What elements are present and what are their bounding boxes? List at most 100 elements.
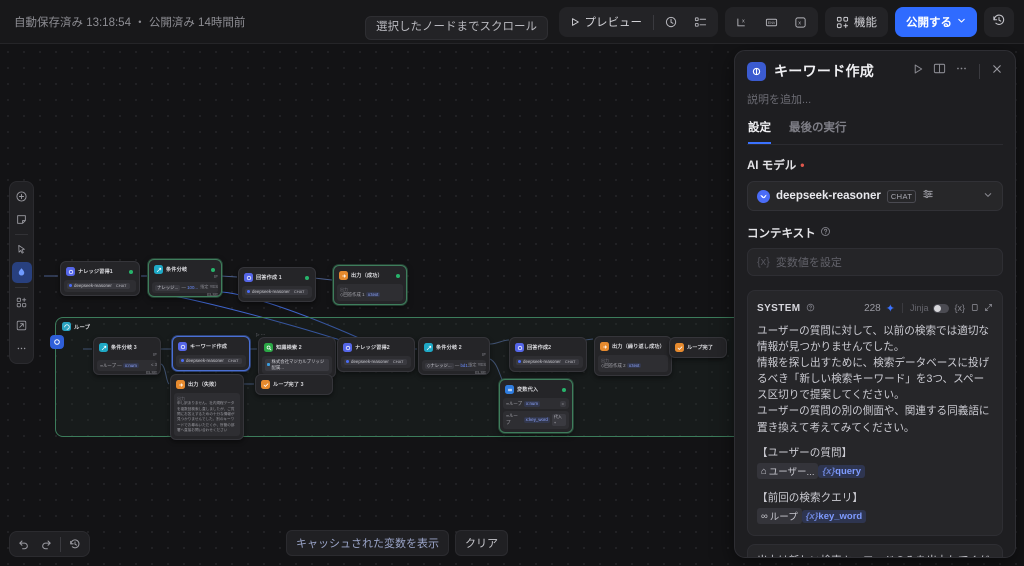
env-variable-button[interactable]: ENV bbox=[758, 10, 785, 34]
restore-history-button[interactable] bbox=[65, 534, 85, 554]
panel-action-divider bbox=[979, 63, 980, 79]
organize-tool[interactable] bbox=[12, 292, 32, 313]
system-prompt-card[interactable]: SYSTEM 228 ✦ Jinja {x} bbox=[747, 290, 1003, 536]
chevron-down-icon bbox=[957, 16, 966, 28]
assign-variable: x:num bbox=[524, 400, 541, 407]
node-variable-assign[interactable]: 変数代入 ∞ループ x:num = ∞ループ x:key_word 代入+ bbox=[499, 379, 573, 433]
prompt-closing-card[interactable]: 出力は新しい検索キーワードのみを出力してください。 bbox=[747, 543, 1003, 557]
output-icon bbox=[339, 271, 348, 280]
model-chevron-down-icon[interactable] bbox=[983, 187, 993, 205]
node-loop-complete[interactable]: ループ完了 bbox=[669, 337, 727, 358]
prompt-line-3: ユーザーの質問の別の側面や、関連する同義語に置き換えて考えてみてください。 bbox=[757, 405, 990, 434]
panel-more-button[interactable] bbox=[955, 62, 968, 80]
branch-icon bbox=[99, 343, 108, 352]
sticky-note-icon bbox=[17, 215, 26, 224]
undo-button[interactable] bbox=[14, 534, 34, 554]
node-title: ループ完了 bbox=[687, 345, 714, 351]
toolbar-separator bbox=[15, 234, 28, 235]
tab-last-run[interactable]: 最後の実行 bbox=[789, 122, 847, 134]
add-node-tool[interactable] bbox=[12, 186, 32, 207]
knowledge-search-icon bbox=[264, 343, 273, 352]
branch-label-else: ELSE bbox=[146, 370, 157, 375]
infinity-icon: ∞ bbox=[761, 510, 768, 522]
panel-layout-button[interactable] bbox=[933, 62, 946, 80]
run-node-button[interactable] bbox=[912, 62, 924, 80]
branch-value: 100... bbox=[187, 284, 199, 290]
node-header: 条件分岐 3 bbox=[97, 341, 157, 354]
preview-button[interactable]: プレビュー bbox=[563, 10, 650, 34]
panel-close-button[interactable] bbox=[991, 62, 1003, 80]
note-tool[interactable] bbox=[12, 209, 32, 230]
model-select[interactable]: deepseek-reasoner CHAT bbox=[747, 181, 1003, 211]
pointer-tool[interactable] bbox=[12, 239, 32, 260]
node-output-loop-success[interactable]: 出力（繰り返し成功） 出力 ◇回答作成 2 x:text bbox=[594, 336, 672, 377]
conversation-variable-button[interactable]: x bbox=[787, 10, 814, 34]
add-variable-button[interactable]: x bbox=[729, 10, 756, 34]
branch-operator: — bbox=[117, 362, 122, 368]
node-status-dot bbox=[396, 273, 400, 278]
node-body: ナレッジ... — 100... bbox=[152, 282, 218, 294]
publish-button[interactable]: 公開する bbox=[895, 7, 977, 37]
node-loop-complete-3[interactable]: ループ完了 3 bbox=[255, 374, 333, 395]
node-output-failure[interactable]: 出力（失敗） 出力 申し訳ありません。社内規程データを複数回検索し直しましたが、… bbox=[170, 374, 244, 441]
node-knowledge-learn-1[interactable]: ナレッジ習得1 deepseek-reasoner CHAT bbox=[60, 261, 140, 297]
node-title: 出力（繰り返し成功） bbox=[612, 344, 665, 350]
user-node-pill: ⌂ ユーザー... bbox=[757, 463, 819, 480]
node-body: 出力 申し訳ありません。社内規程データを複数回検索し直しましたが、ご質問にお答え… bbox=[174, 393, 240, 437]
node-condition-branch-3[interactable]: 条件分岐 3 IF ∞ループ — x:num ≤ 3 ELSE bbox=[93, 337, 161, 376]
output-variable: x:text bbox=[626, 363, 642, 369]
node-knowledge-learn-2[interactable]: ナレッジ習得2 deepseek-reasoner CHAT bbox=[337, 337, 415, 373]
help-icon[interactable] bbox=[820, 226, 831, 240]
node-header: キーワード作成 bbox=[176, 340, 246, 353]
node-model-pill: deepseek-reasoner CHAT bbox=[344, 358, 408, 365]
loop-icon bbox=[62, 322, 71, 331]
output-icon bbox=[176, 380, 185, 389]
generate-sparkle-icon[interactable]: ✦ bbox=[885, 302, 895, 315]
node-description-input[interactable]: 説明を追加... bbox=[747, 94, 812, 106]
node-body: deepseek-reasoner CHAT bbox=[341, 356, 411, 369]
loop-run-hint: ▷ ⋯ bbox=[256, 332, 266, 337]
node-answer-create-2[interactable]: 回答作成2 deepseek-reasoner CHAT bbox=[509, 337, 587, 373]
expand-icon[interactable] bbox=[984, 303, 993, 314]
version-history-button[interactable] bbox=[984, 7, 1014, 37]
node-body: ∞ループ — x:num bbox=[97, 360, 157, 372]
insert-variable-icon[interactable]: {x} bbox=[954, 303, 965, 313]
node-answer-create-1[interactable]: 回答作成 1 deepseek-reasoner CHAT bbox=[238, 267, 316, 303]
show-cached-variables-button[interactable]: キャッシュされた変数を表示 bbox=[286, 530, 449, 556]
svg-text:x: x bbox=[798, 20, 801, 26]
prompt-help-icon[interactable] bbox=[806, 299, 815, 317]
node-condition-branch-2[interactable]: 条件分岐 2 IF ◇ナレッジ... — bd1... 指定 YES ELSE bbox=[418, 337, 490, 376]
features-button[interactable]: 機能 bbox=[829, 10, 884, 34]
model-params-icon[interactable] bbox=[922, 187, 934, 205]
node-header: 条件分岐 bbox=[152, 263, 218, 276]
clock-history-icon bbox=[70, 539, 80, 549]
more-tool[interactable] bbox=[12, 338, 32, 359]
jinja-toggle[interactable] bbox=[933, 303, 950, 313]
checklist-icon bbox=[694, 16, 707, 29]
node-condition-branch-1[interactable]: 条件分岐 IF ナレッジ... — 100... 指定 YES ELSE bbox=[148, 259, 222, 298]
loop-container[interactable]: ループ ▷ ⋯ bbox=[55, 317, 775, 437]
copy-icon[interactable] bbox=[970, 303, 979, 314]
branch-operator: — bbox=[181, 284, 186, 290]
svg-text:x: x bbox=[742, 18, 745, 24]
checklist-button[interactable] bbox=[687, 10, 714, 34]
scroll-to-selected-node-button[interactable]: 選択したノードまでスクロール bbox=[365, 16, 548, 40]
node-header: 回答作成 1 bbox=[242, 271, 312, 284]
tab-settings[interactable]: 設定 bbox=[748, 119, 771, 144]
hand-tool[interactable] bbox=[11, 262, 32, 283]
clear-button[interactable]: クリア bbox=[455, 530, 508, 556]
branch-label-else: ELSE bbox=[475, 370, 486, 375]
panel-title-row: キーワード作成 bbox=[747, 61, 1003, 81]
node-output-success[interactable]: 出力（成功） 出力 ◇回答作成 1 x:text bbox=[333, 265, 407, 306]
prompt-card-header: SYSTEM 228 ✦ Jinja {x} bbox=[757, 299, 993, 317]
fit-view-tool[interactable] bbox=[12, 315, 32, 336]
redo-button[interactable] bbox=[36, 534, 56, 554]
node-title: 条件分岐 3 bbox=[111, 345, 137, 351]
node-keyword-create[interactable]: キーワード作成 deepseek-reasoner CHAT bbox=[172, 336, 250, 372]
loop-start-node[interactable] bbox=[50, 335, 64, 349]
context-input[interactable]: {x} 変数値を設定 bbox=[747, 248, 1003, 276]
node-knowledge-search-2[interactable]: 知識検索 2 株式会社マジカルブリッジ 配属... bbox=[258, 337, 336, 378]
run-history-button[interactable] bbox=[658, 10, 685, 34]
prompt-loop-variable-row: ∞ ループ {x}key_word bbox=[757, 508, 993, 526]
